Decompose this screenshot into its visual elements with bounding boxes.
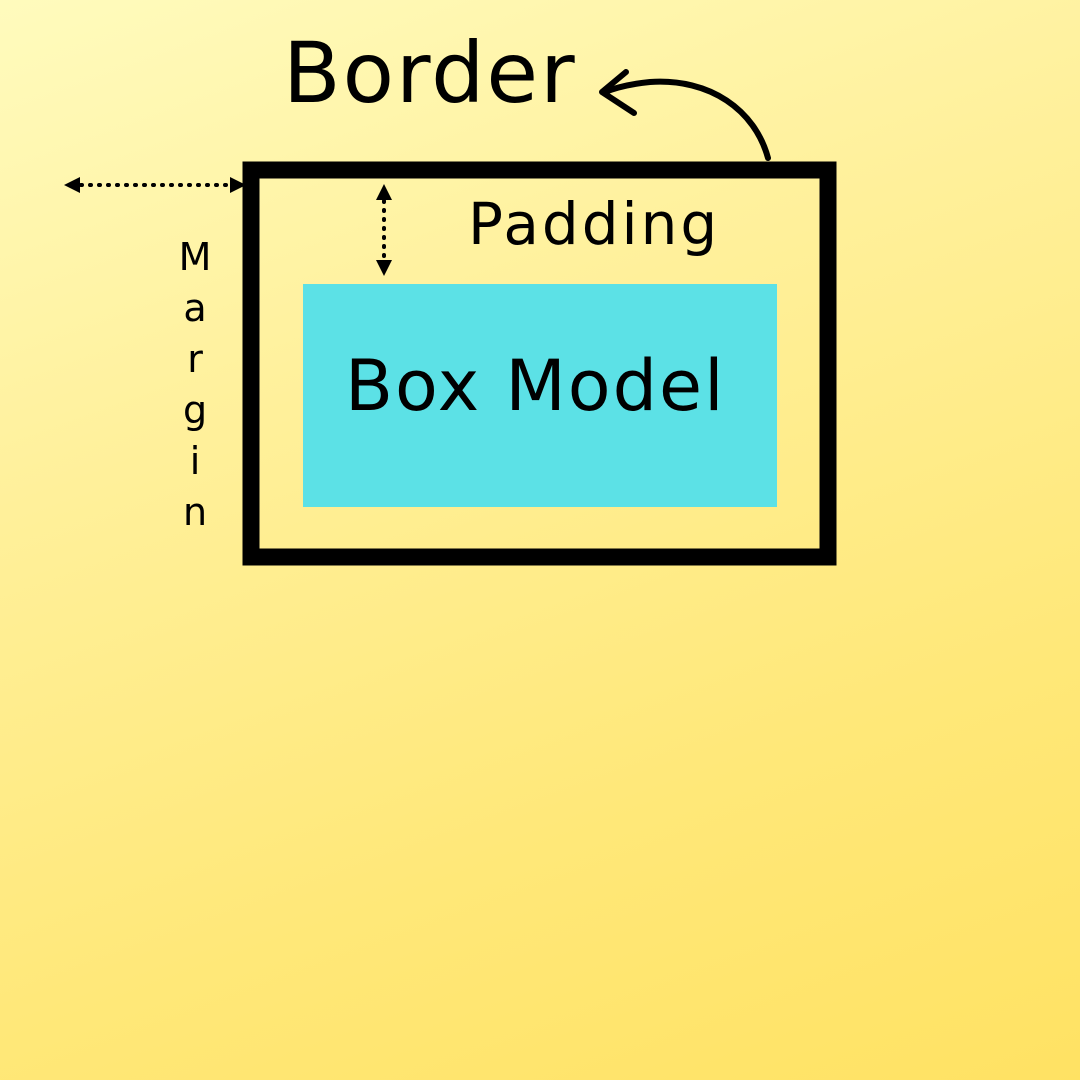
border-pointer-arrow bbox=[602, 78, 771, 161]
border-box bbox=[242, 161, 837, 566]
border-label: Border bbox=[283, 24, 577, 122]
margin-letter: i bbox=[189, 439, 201, 483]
border-pointer-arrowhead bbox=[599, 69, 637, 116]
padding-label: Padding bbox=[468, 190, 721, 258]
margin-letter: r bbox=[187, 337, 203, 381]
margin-letter: n bbox=[182, 490, 208, 534]
content-box bbox=[303, 284, 777, 507]
margin-letter: g bbox=[182, 388, 208, 432]
margin-letter: a bbox=[183, 286, 207, 330]
content-label: Box Model bbox=[345, 345, 726, 427]
margin-letter: M bbox=[178, 235, 212, 279]
